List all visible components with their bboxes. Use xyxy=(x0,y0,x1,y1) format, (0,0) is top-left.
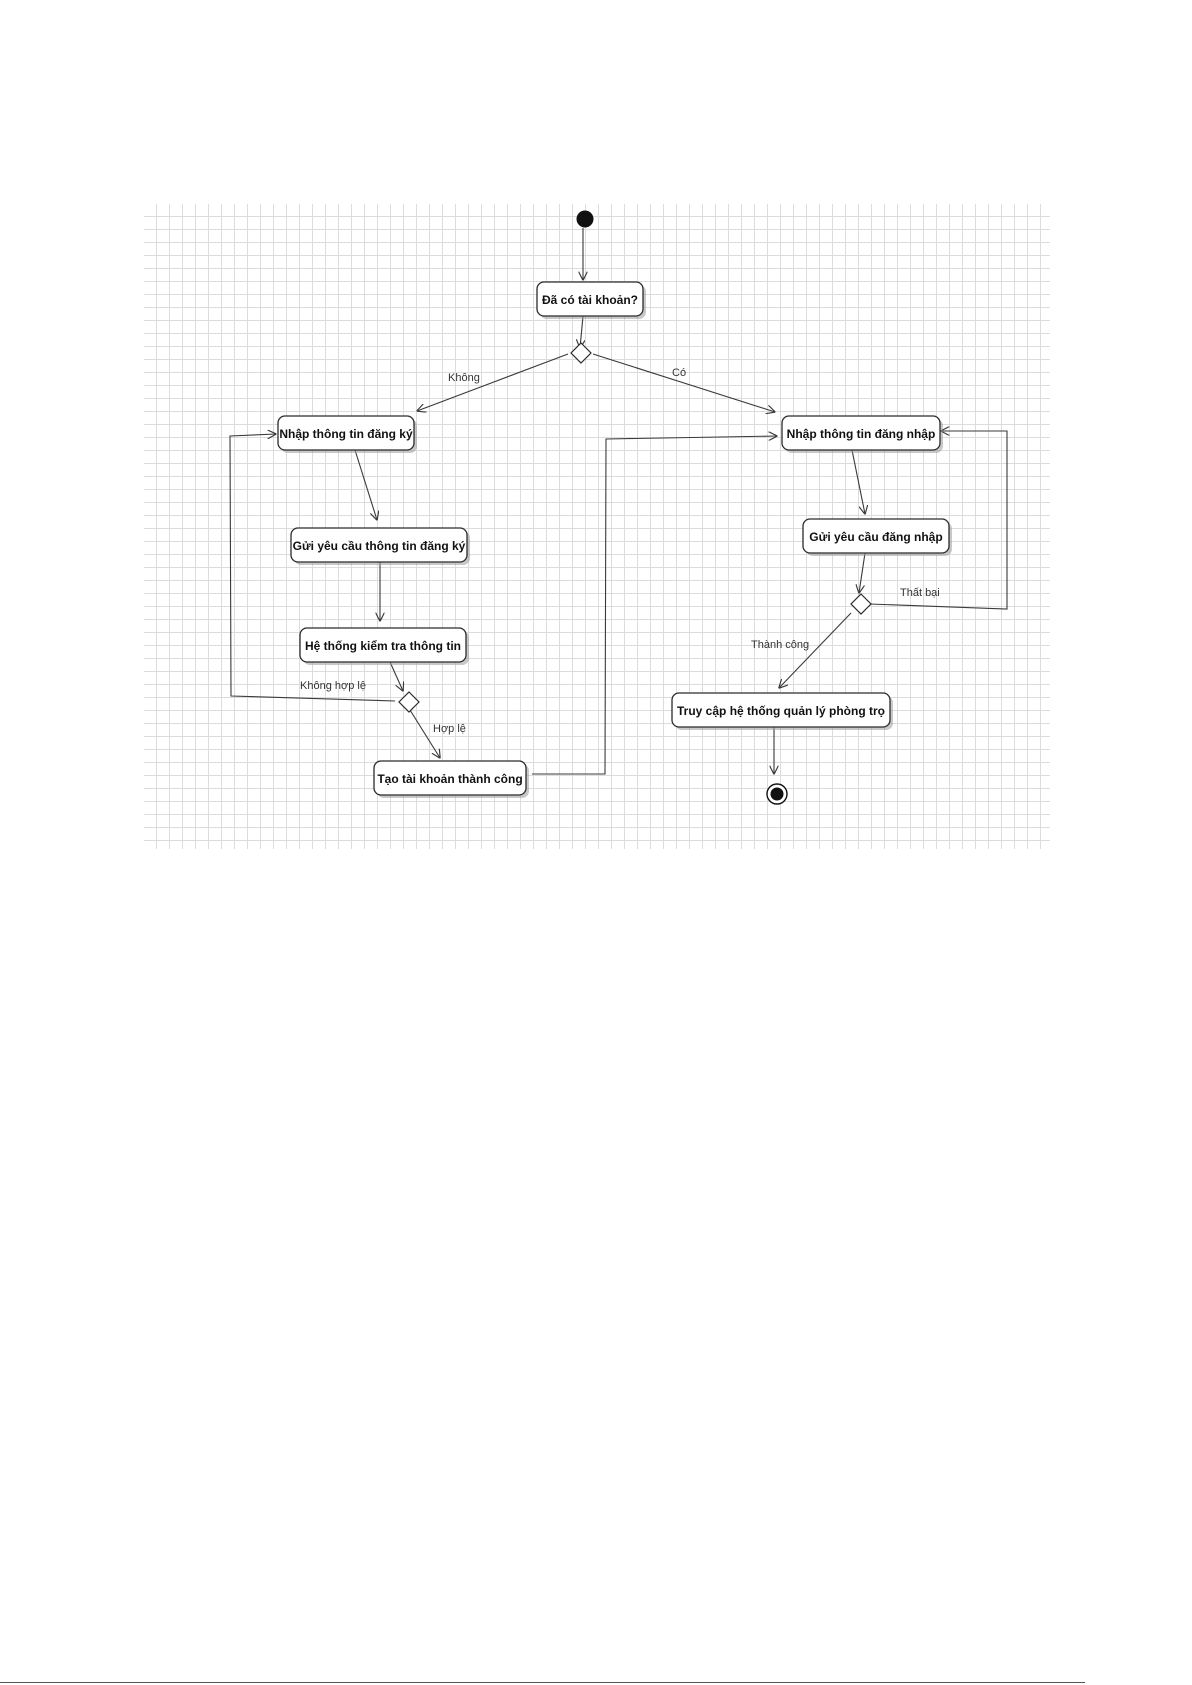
activity-send-register-request: Gửi yêu cầu thông tin đăng ký xyxy=(291,528,470,565)
edge-decision-to-register xyxy=(417,354,568,411)
page-footer-rule xyxy=(0,1682,1085,1683)
branch-label-success: Thành công xyxy=(751,639,809,651)
activity-access-system-label: Truy cập hệ thống quản lý phòng trọ xyxy=(677,704,885,718)
branch-label-failure: Thất bại xyxy=(900,587,940,599)
initial-node xyxy=(577,211,594,228)
activity-question-label: Đã có tài khoản? xyxy=(542,293,638,307)
final-node xyxy=(767,784,787,804)
activity-diagram: Đã có tài khoản? Nhập thông tin đăng ký … xyxy=(144,204,1050,849)
activity-access-system: Truy cập hệ thống quản lý phòng trọ xyxy=(672,693,893,730)
branch-label-yes: Có xyxy=(672,367,686,379)
activity-send-login-request-label: Gửi yêu cầu đăng nhập xyxy=(809,530,942,544)
activity-question: Đã có tài khoản? xyxy=(537,282,646,319)
decision-has-account xyxy=(571,343,591,363)
edge-check-to-decision2 xyxy=(390,662,403,691)
decision-login-result xyxy=(851,594,871,614)
edge-send-to-decision3 xyxy=(859,553,865,593)
activity-create-account-success-label: Tạo tài khoản thành công xyxy=(377,772,522,786)
activity-enter-login-info-label: Nhập thông tin đăng nhập xyxy=(787,427,936,441)
edge-register-to-send xyxy=(355,450,377,520)
activity-send-register-request-label: Gửi yêu cầu thông tin đăng ký xyxy=(293,539,466,553)
activity-system-check-info: Hệ thống kiểm tra thông tin xyxy=(300,628,469,665)
branch-label-invalid: Không hợp lệ xyxy=(300,680,366,692)
branch-label-no: Không xyxy=(448,372,480,384)
diagram-svg: Đã có tài khoản? Nhập thông tin đăng ký … xyxy=(144,204,1050,849)
activity-system-check-info-label: Hệ thống kiểm tra thông tin xyxy=(305,639,461,653)
edge-decision-to-login xyxy=(593,354,775,412)
decision-validity xyxy=(399,692,419,712)
activity-send-login-request: Gửi yêu cầu đăng nhập xyxy=(803,519,952,556)
activity-enter-register-info: Nhập thông tin đăng ký xyxy=(278,416,417,453)
activity-create-account-success: Tạo tài khoản thành công xyxy=(374,761,529,798)
edge-login-to-send xyxy=(852,450,865,514)
branch-label-valid: Hợp lệ xyxy=(433,723,466,735)
activity-enter-register-info-label: Nhập thông tin đăng ký xyxy=(279,427,413,441)
activity-enter-login-info: Nhập thông tin đăng nhập xyxy=(782,416,943,453)
